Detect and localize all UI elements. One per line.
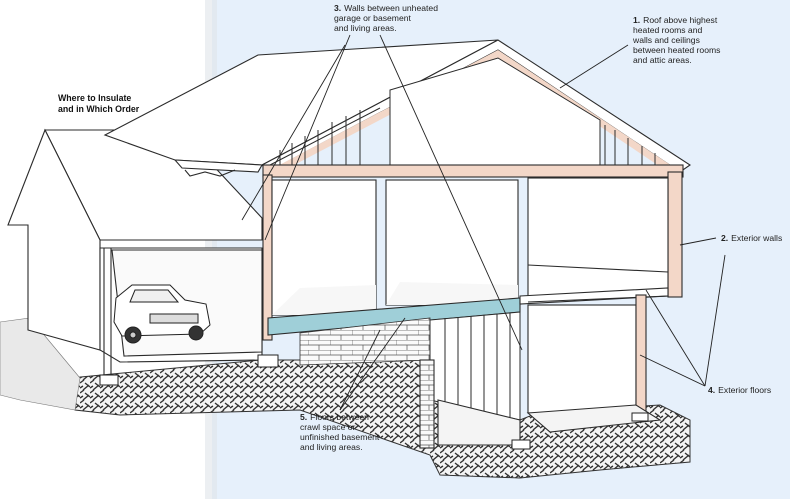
- callout-2-number: 2.: [721, 233, 729, 243]
- callout-1-line-1: Roof above highest: [643, 15, 718, 25]
- callout-3-number: 3.: [334, 3, 342, 13]
- callout-2-line-1: Exterior walls: [731, 233, 783, 243]
- callout-4-number: 4.: [708, 385, 716, 395]
- callout-1-line-4: between heated rooms: [633, 45, 721, 55]
- garage-gable: [7, 128, 101, 351]
- callout-5-line-4: and living areas.: [300, 442, 363, 452]
- exterior-floor-wall: [635, 294, 647, 414]
- callout-1-line-2: heated rooms and: [633, 25, 703, 35]
- callout-2-exterior-walls: 2.Exterior walls: [721, 233, 782, 243]
- leader-5a: [339, 317, 406, 411]
- leader-lines: [241, 34, 726, 411]
- title-line-1: Where to Insulate: [58, 93, 132, 103]
- callout-3-line-3: and living areas.: [334, 23, 397, 33]
- leader-4a: [645, 289, 706, 387]
- leader-4b: [704, 254, 726, 387]
- title-line-2: and in Which Order: [58, 104, 140, 114]
- car: [113, 284, 211, 344]
- callout-5-line-2: crawl space or: [300, 422, 356, 432]
- leader-1: [559, 44, 629, 89]
- callout-1-line-5: and attic areas.: [633, 55, 692, 65]
- leader-5b: [339, 329, 381, 411]
- leader-3a: [264, 34, 351, 241]
- callout-1-line-3: walls and ceilings: [633, 35, 700, 45]
- callout-3-line-1: Walls between unheated: [344, 3, 438, 13]
- basement-block-wall: [419, 359, 435, 449]
- callout-5-line-1: Floors between: [310, 412, 369, 422]
- leader-2: [679, 237, 717, 246]
- basement: [419, 294, 662, 449]
- callout-1-roof: 1.Roof above highest heated rooms and wa…: [633, 15, 720, 65]
- leader-3b: [379, 34, 523, 351]
- callout-1-number: 1.: [633, 15, 641, 25]
- attic-floor-insulation: [262, 164, 684, 178]
- leader-4c: [639, 354, 706, 387]
- upper-floor: [262, 164, 684, 341]
- footings: [99, 354, 649, 450]
- basement-room-right: [527, 304, 637, 414]
- callout-4-line-1: Exterior floors: [718, 385, 772, 395]
- callout-4-exterior-floors: 4.Exterior floors: [708, 385, 771, 395]
- callout-3-line-2: garage or basement: [334, 13, 411, 23]
- right-exterior-wall: [667, 171, 683, 298]
- callout-3-walls: 3.Walls between unheated garage or basem…: [334, 3, 438, 33]
- roof-eave: [173, 159, 263, 173]
- diagram-title: Where to Insulate and in Which Order: [58, 93, 139, 115]
- room-right: [527, 177, 669, 297]
- callout-5-number: 5.: [300, 412, 308, 422]
- leader-3c: [241, 44, 346, 221]
- callout-5-floors: 5.Floors between crawl space or unfinish…: [300, 412, 379, 452]
- callout-5-line-3: unfinished basement: [300, 432, 380, 442]
- left-exterior-wall: [262, 174, 273, 341]
